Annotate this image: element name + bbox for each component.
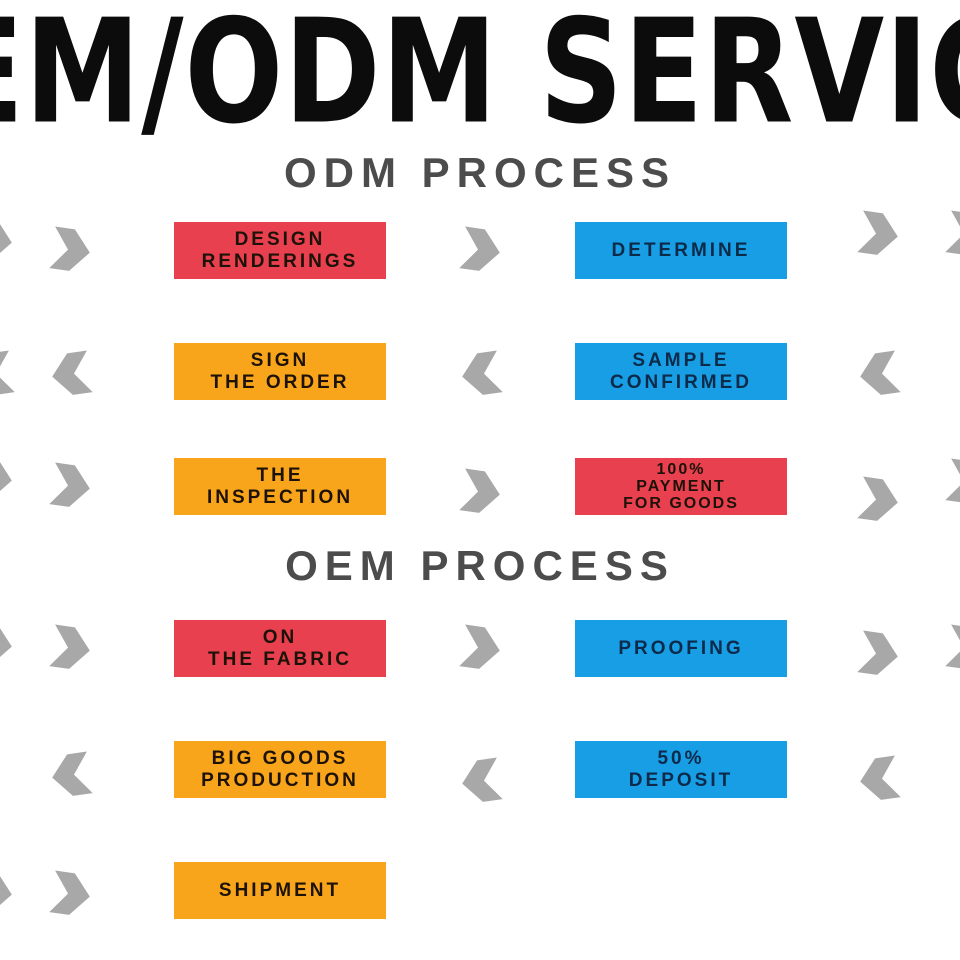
flow-row-4: ON THE FABRIC PROOFING <box>0 620 960 677</box>
step-label: DESIGN RENDERINGS <box>201 228 359 272</box>
chevron-right-icon <box>944 209 960 258</box>
chevron-right-icon <box>944 623 960 672</box>
chevron-right-icon <box>856 209 902 258</box>
chevron-right-icon <box>0 867 16 916</box>
step-label: THE INSPECTION <box>206 464 354 508</box>
step-label: 50% DEPOSIT <box>628 747 734 791</box>
step-shipment: SHIPMENT <box>174 862 386 919</box>
chevron-left-icon <box>458 756 504 805</box>
chevron-right-icon <box>0 453 16 502</box>
flow-row-6: SHIPMENT <box>0 862 960 919</box>
chevron-right-icon <box>458 467 504 516</box>
step-100-payment-for-goods: 100% PAYMENT FOR GOODS <box>575 458 787 515</box>
chevron-right-icon <box>856 475 902 524</box>
chevron-right-icon <box>458 225 504 274</box>
step-the-inspection: THE INSPECTION <box>174 458 386 515</box>
step-label: DETERMINE <box>611 239 751 261</box>
chevron-right-icon <box>0 619 16 668</box>
chevron-right-icon <box>944 457 960 506</box>
step-sign-the-order: SIGN THE ORDER <box>174 343 386 400</box>
chevron-left-icon <box>458 349 504 398</box>
flow-row-1: DESIGN RENDERINGS DETERMINE <box>0 210 960 279</box>
chevron-left-icon <box>0 349 16 398</box>
step-label: SHIPMENT <box>218 879 342 901</box>
step-design-renderings: DESIGN RENDERINGS <box>174 222 386 279</box>
flow-row-5: BIG GOODS PRODUCTION 50% DEPOSIT <box>0 741 960 802</box>
chevron-right-icon <box>48 461 94 510</box>
step-determine: DETERMINE <box>575 222 787 279</box>
oem-process-heading: OEM PROCESS <box>285 542 675 589</box>
step-sample-confirmed: SAMPLE CONFIRMED <box>575 343 787 400</box>
step-label: SAMPLE CONFIRMED <box>609 349 753 393</box>
chevron-right-icon <box>458 623 504 672</box>
step-label: ON THE FABRIC <box>208 626 352 670</box>
chevron-right-icon <box>48 869 94 918</box>
step-big-goods-production: BIG GOODS PRODUCTION <box>174 741 386 798</box>
odm-process-heading: ODM PROCESS <box>283 149 677 196</box>
chevron-left-icon <box>856 349 902 398</box>
step-label: 100% PAYMENT FOR GOODS <box>623 460 739 513</box>
step-label: PROOFING <box>618 637 744 659</box>
step-label: BIG GOODS PRODUCTION <box>201 747 359 791</box>
page-title-text: EM/ODM SERVIC <box>0 0 960 145</box>
chevron-right-icon <box>856 629 902 678</box>
page-title: EM/ODM SERVIC <box>0 0 960 145</box>
flow-row-2: SIGN THE ORDER SAMPLE CONFIRMED <box>0 343 960 400</box>
chevron-right-icon <box>48 623 94 672</box>
chevron-left-icon <box>48 349 94 398</box>
flow-row-3: THE INSPECTION 100% PAYMENT FOR GOODS <box>0 454 960 521</box>
step-label: SIGN THE ORDER <box>210 349 350 393</box>
chevron-left-icon <box>856 754 902 803</box>
step-proofing: PROOFING <box>575 620 787 677</box>
step-50-deposit: 50% DEPOSIT <box>575 741 787 798</box>
chevron-right-icon <box>0 215 16 264</box>
chevron-right-icon <box>48 225 94 274</box>
step-on-the-fabric: ON THE FABRIC <box>174 620 386 677</box>
chevron-left-icon <box>48 750 94 799</box>
